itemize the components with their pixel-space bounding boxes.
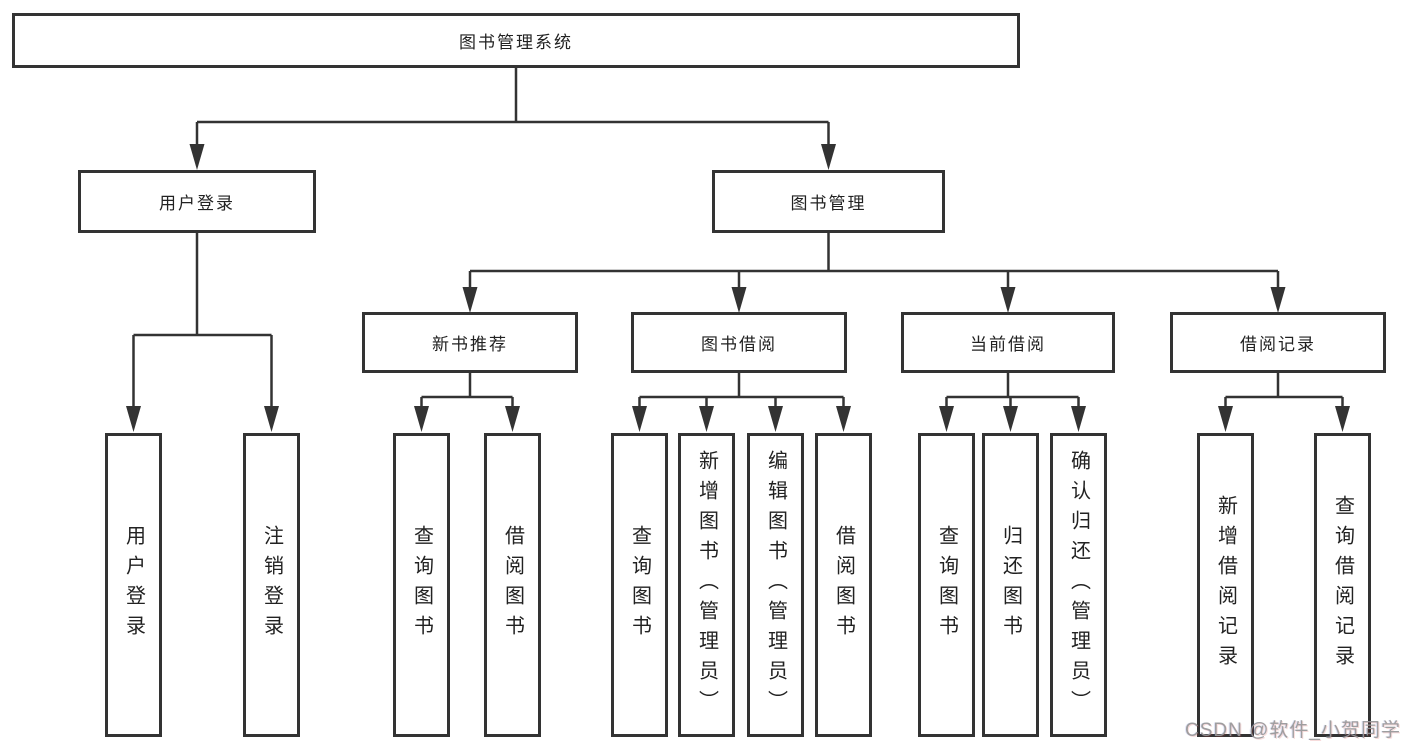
leaf-label: 新增借阅记录 <box>1214 495 1237 675</box>
leaf-confirm-return-admin: 确认归还（管理员） <box>1050 433 1107 737</box>
node-user-login-branch: 用户登录 <box>78 170 316 233</box>
leaf-label: 查询图书 <box>410 525 433 645</box>
node-label: 新书推荐 <box>432 335 508 354</box>
leaf-label: 借阅图书 <box>832 525 855 645</box>
node-current-borrowing: 当前借阅 <box>901 312 1115 373</box>
node-label: 图书管理系统 <box>459 33 573 52</box>
leaf-add-borrow-record: 新增借阅记录 <box>1197 433 1254 737</box>
leaf-label: 编辑图书（管理员） <box>764 450 787 720</box>
leaf-label: 新增图书（管理员） <box>695 450 718 720</box>
leaf-logout: 注销登录 <box>243 433 300 737</box>
leaf-label: 确认归还（管理员） <box>1067 450 1090 720</box>
csdn-watermark: CSDN @软件_小贺同学 <box>1185 720 1401 741</box>
leaf-query-books-current: 查询图书 <box>918 433 975 737</box>
leaf-return-books: 归还图书 <box>982 433 1039 737</box>
node-label: 当前借阅 <box>970 335 1046 354</box>
node-label: 借阅记录 <box>1240 335 1316 354</box>
node-book-borrowing: 图书借阅 <box>631 312 847 373</box>
leaf-label: 归还图书 <box>999 525 1022 645</box>
leaf-query-books-borrowing: 查询图书 <box>611 433 668 737</box>
leaf-query-borrow-record: 查询借阅记录 <box>1314 433 1371 737</box>
leaf-label: 查询借阅记录 <box>1331 495 1354 675</box>
leaf-label: 用户登录 <box>122 525 145 645</box>
leaf-user-login: 用户登录 <box>105 433 162 737</box>
node-label: 图书借阅 <box>701 335 777 354</box>
leaf-label: 借阅图书 <box>501 525 524 645</box>
node-new-book-recommendation: 新书推荐 <box>362 312 578 373</box>
leaf-borrow-books: 借阅图书 <box>815 433 872 737</box>
leaf-borrow-books-recommend: 借阅图书 <box>484 433 541 737</box>
node-borrowing-records: 借阅记录 <box>1170 312 1386 373</box>
node-book-management-branch: 图书管理 <box>712 170 945 233</box>
node-label: 用户登录 <box>159 194 235 213</box>
node-library-management-system: 图书管理系统 <box>12 13 1020 68</box>
leaf-label: 查询图书 <box>628 525 651 645</box>
leaf-label: 查询图书 <box>935 525 958 645</box>
node-label: 图书管理 <box>790 194 867 213</box>
leaf-edit-books-admin: 编辑图书（管理员） <box>747 433 804 737</box>
leaf-query-books-recommend: 查询图书 <box>393 433 450 737</box>
leaf-add-books-admin: 新增图书（管理员） <box>678 433 735 737</box>
leaf-label: 注销登录 <box>260 525 283 645</box>
